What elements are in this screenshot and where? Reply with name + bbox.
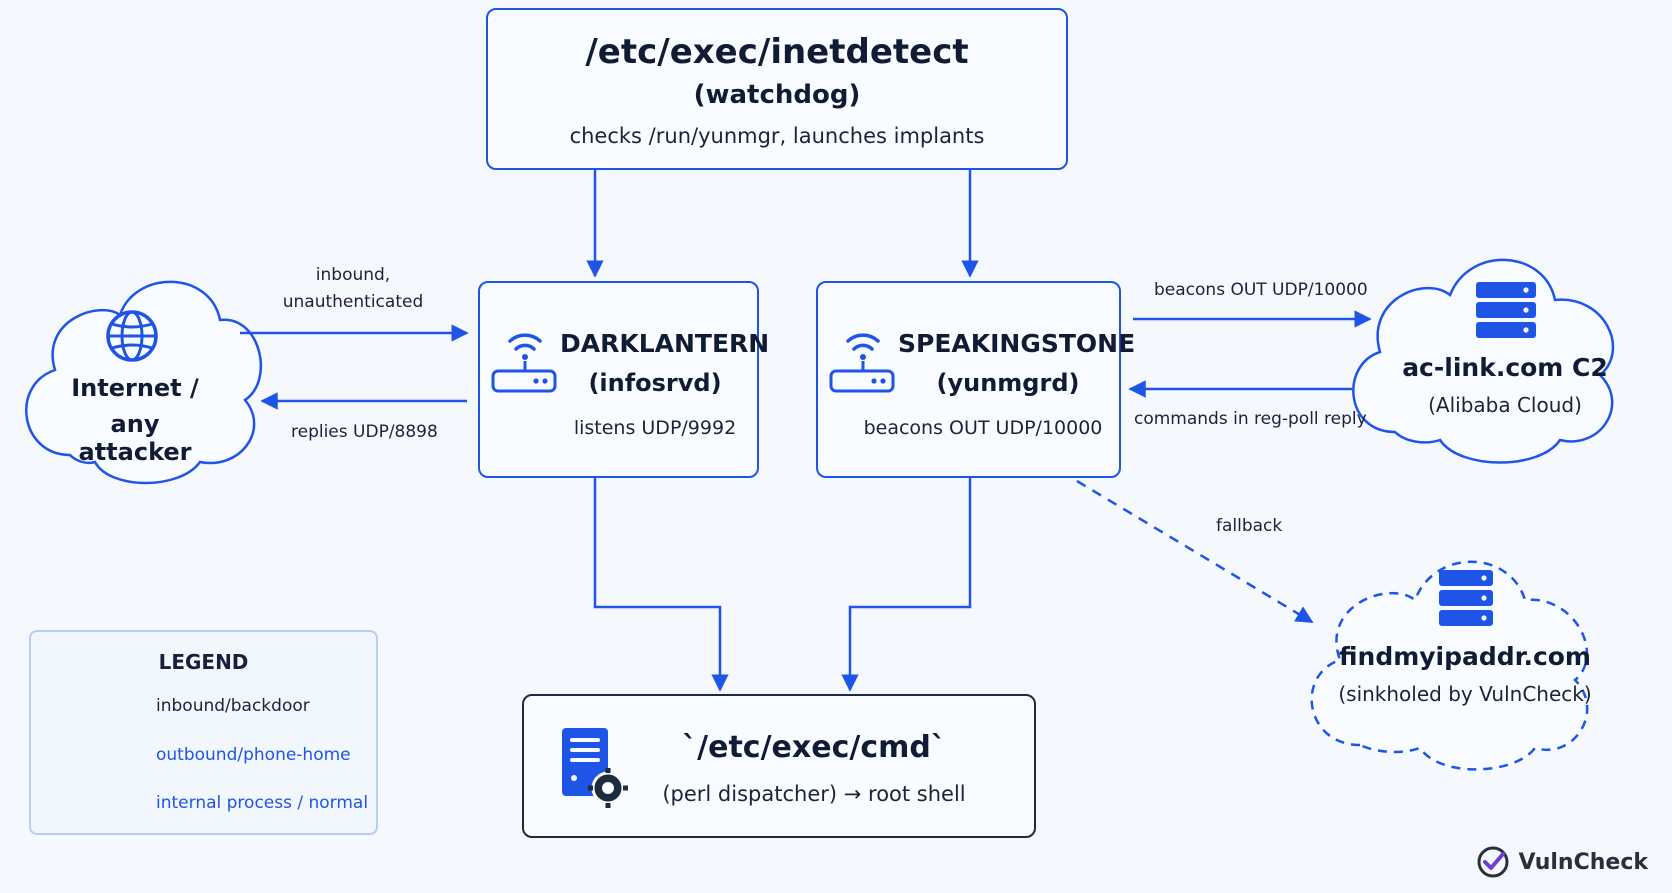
edge-label-inbound-2: unauthenticated (282, 292, 424, 312)
c2-name: ac-link.com C2 (1402, 353, 1608, 382)
sinkhole-name: findmyipaddr.com (1338, 642, 1591, 671)
router-wifi-icon (829, 333, 895, 393)
edge-label-beacons: beacons OUT UDP/10000 (1154, 280, 1368, 300)
vulncheck-logo: VulnCheck (1476, 845, 1648, 879)
speakingstone-node: SPEAKINGSTONE (yunmgrd) beacons OUT UDP/… (816, 281, 1136, 478)
legend-label: outbound/phone-home (156, 745, 351, 765)
watchdog-node: /etc/exec/inetdetect (watchdog) checks /… (486, 8, 1068, 170)
legend: LEGEND inbound/backdoor outbound/phone-h… (29, 630, 378, 835)
router-wifi-icon (491, 333, 557, 393)
darklantern-name: DARKLANTERN (560, 329, 770, 358)
server-gear-icon (562, 728, 628, 808)
edge-speakingstone-dispatcher (841, 478, 972, 692)
edge-label-fallback: fallback (1216, 516, 1283, 536)
server-stack-icon (1439, 570, 1493, 626)
edge-label-commands: commands in reg-poll reply (1134, 409, 1367, 429)
c2-cloud (1352, 258, 1615, 464)
legend-item: inbound/backdoor (31, 694, 376, 718)
check-badge-icon (1477, 846, 1509, 878)
legend-title: LEGEND (158, 650, 249, 674)
dispatcher-path: `/etc/exec/cmd` (682, 730, 946, 765)
darklantern-node: DARKLANTERN (infosrvd) listens UDP/9992 (478, 281, 770, 478)
darklantern-process: (infosrvd) (588, 369, 722, 397)
sinkhole-cloud (1310, 560, 1589, 771)
legend-label: internal process / normal (156, 793, 369, 813)
internet-line2: any attacker (78, 410, 192, 466)
legend-label: inbound/backdoor (156, 696, 310, 716)
globe-icon (106, 310, 158, 362)
edge-label-replies: replies UDP/8898 (291, 422, 438, 442)
watchdog-path: /etc/exec/inetdetect (585, 32, 969, 72)
legend-item: outbound/phone-home (31, 743, 376, 767)
edge-label-inbound-1: inbound, (315, 265, 391, 285)
legend-item: internal process / normal (31, 791, 376, 815)
internet-cloud (25, 280, 262, 485)
darklantern-desc: listens UDP/9992 (573, 417, 737, 439)
c2-host: (Alibaba Cloud) (1428, 393, 1582, 417)
server-stack-icon (1476, 282, 1536, 338)
edge-fallback (1076, 479, 1314, 624)
speakingstone-process: (yunmgrd) (936, 369, 1080, 397)
watchdog-desc: checks /run/yunmgr, launches implants (569, 124, 985, 148)
speakingstone-name: SPEAKINGSTONE (898, 329, 1136, 358)
sinkhole-status: (sinkholed by VulnCheck) (1338, 682, 1592, 706)
edge-darklantern-dispatcher (593, 478, 729, 692)
watchdog-role: (watchdog) (693, 80, 861, 110)
brand-name: VulnCheck (1518, 849, 1648, 875)
speakingstone-desc: beacons OUT UDP/10000 (863, 417, 1103, 439)
dispatcher-node: `/etc/exec/cmd` (perl dispatcher) → root… (522, 694, 1036, 838)
internet-line1: Internet / (71, 374, 199, 402)
dispatcher-desc: (perl dispatcher) → root shell (662, 782, 966, 806)
